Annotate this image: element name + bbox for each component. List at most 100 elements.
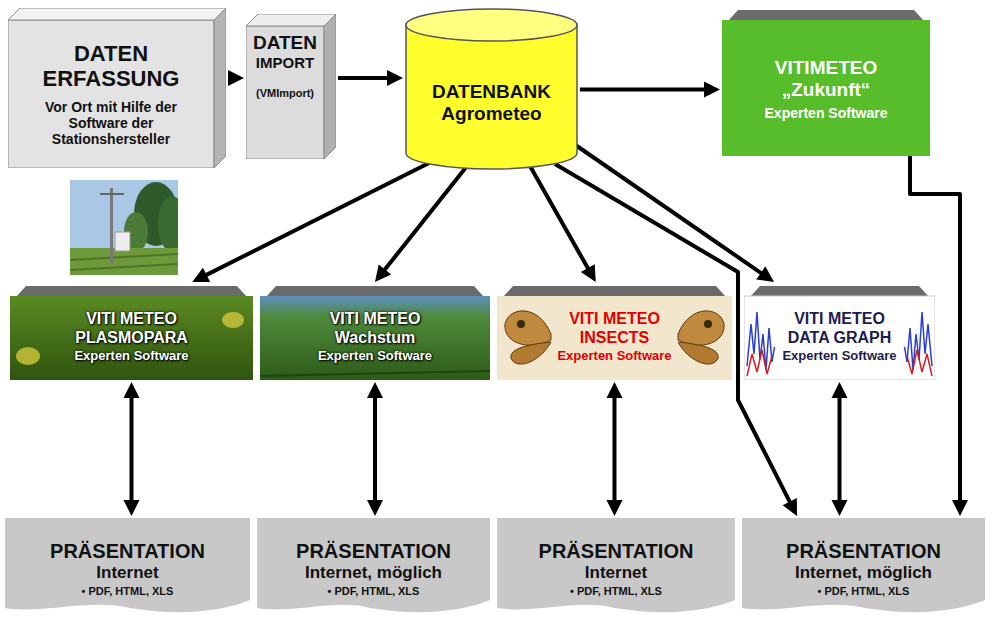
cylinder-body <box>406 24 577 169</box>
arrow-head <box>387 70 403 86</box>
cylinder-top <box>406 9 577 41</box>
leaf-spot <box>222 312 244 328</box>
box-side-face <box>214 8 226 168</box>
box-text: Internet <box>585 563 647 583</box>
arrow-head <box>367 500 383 516</box>
box-text: Experten Software <box>557 349 671 364</box>
wing-spot <box>517 320 525 328</box>
chart-line <box>747 350 772 376</box>
connector-arrow <box>367 382 383 516</box>
photo-vine-row <box>70 254 178 260</box>
box-title: VITIMETEO „Zukunft“ <box>751 57 901 101</box>
leaf-spot <box>16 347 40 365</box>
connector-arrow <box>574 144 774 282</box>
arrow-head <box>228 70 244 86</box>
box-text: Experten Software <box>74 349 188 364</box>
connector-line <box>574 144 764 275</box>
chart-panel <box>744 296 935 380</box>
box-title: PRÄSENTATION <box>539 540 694 563</box>
box-text: • PDF, HTML, XLS <box>818 585 910 598</box>
box-front-face <box>8 20 214 168</box>
photo-tree <box>158 196 178 252</box>
box-text: • PDF, HTML, XLS <box>570 585 662 598</box>
moth-wing-group <box>678 311 724 364</box>
box-tab <box>728 10 924 21</box>
arrow-head <box>832 382 848 398</box>
sheet-shape <box>742 518 985 612</box>
box-title: PRÄSENTATION <box>786 540 941 563</box>
chart-group <box>747 312 775 376</box>
arrow-head <box>124 382 140 398</box>
leaf-panel <box>10 296 253 380</box>
presentation-sheet: PRÄSENTATIONInternet • PDF, HTML, XLS <box>497 518 735 616</box>
box-text: Experten Software <box>779 349 899 364</box>
box-title: VITI METEO Wachstum <box>313 310 438 347</box>
software-box: VITI METEO PLASMOPARA Experten Software <box>10 284 253 380</box>
presentation-sheet: PRÄSENTATIONInternet • PDF, HTML, XLS <box>5 518 250 616</box>
weather-station-photo <box>70 180 178 275</box>
box-text: Internet, möglich <box>305 563 442 583</box>
box-tab <box>266 286 484 297</box>
connector-line <box>580 87 708 91</box>
connector-line <box>203 160 435 277</box>
chart-group <box>904 312 932 376</box>
moth-wing <box>505 311 551 345</box>
box-top-face <box>246 14 336 26</box>
sheet-shape <box>257 518 490 612</box>
box-title: DATEN <box>253 32 317 54</box>
box-text: Experten Software <box>765 105 888 121</box>
box-title: VITI METEO DATA GRAPH <box>774 310 905 347</box>
arrow-head <box>952 500 968 516</box>
photo-ground <box>70 248 178 275</box>
connector-arrow <box>124 382 140 516</box>
insect-panel <box>497 296 732 380</box>
box-tab <box>503 286 726 297</box>
connector-arrow <box>192 160 435 282</box>
arrow-head <box>832 500 848 516</box>
arrow-head <box>124 500 140 516</box>
photo-vine-row <box>70 264 178 270</box>
arrow-head <box>192 268 210 282</box>
arrow-head <box>581 264 596 282</box>
box-title: DATENBANK Agrometeo <box>424 81 559 125</box>
arrow-head <box>367 382 383 398</box>
box-front-face <box>246 26 324 159</box>
connector-line <box>613 394 617 504</box>
presentation-sheet: PRÄSENTATIONInternet, möglich • PDF, HTML… <box>257 518 490 616</box>
box-text: IMPORT <box>256 54 314 71</box>
box-text: Internet <box>96 563 158 583</box>
box-tab <box>750 286 929 297</box>
software-box: VITI METEO INSECTS Experten Software <box>497 284 732 380</box>
sheet-shape <box>497 518 735 612</box>
connector-arrow <box>338 70 403 86</box>
connector-arrow <box>228 70 244 86</box>
connector-arrow <box>832 382 848 516</box>
box-title: VITI METEO INSECTS <box>552 310 677 347</box>
sheet-shape <box>5 518 250 612</box>
connector-line <box>382 166 467 273</box>
box-text: Experten Software <box>318 349 432 364</box>
box-title: PRÄSENTATION <box>296 540 451 563</box>
box-text: (VMImport) <box>256 87 314 100</box>
vineyard-panel <box>260 296 490 380</box>
process-box: DATEN ERFASSUNGVor Ort mit Hilfe der Sof… <box>8 8 226 168</box>
connector-line <box>130 394 134 504</box>
arrow-head <box>704 81 720 97</box>
box-tab <box>16 286 247 297</box>
software-box: VITIMETEO „Zukunft“ Experten Software <box>722 8 930 156</box>
photo-pole <box>110 188 113 264</box>
box-title: DATEN ERFASSUNG <box>29 41 194 92</box>
connector-line <box>530 166 590 272</box>
connector-arrow <box>607 382 623 516</box>
wing-spot <box>704 320 712 328</box>
box-top-face <box>8 8 226 20</box>
box-text: • PDF, HTML, XLS <box>82 585 174 598</box>
process-box: DATENIMPORT (VMImport) <box>246 14 336 159</box>
box-text: • PDF, HTML, XLS <box>328 585 420 598</box>
box-title: PRÄSENTATION <box>50 540 205 563</box>
database-cylinder: DATENBANK Agrometeo <box>405 8 578 170</box>
connector-arrow <box>580 81 720 97</box>
box-title: VITI METEO PLASMOPARA <box>69 310 194 347</box>
arrow-head <box>607 382 623 398</box>
